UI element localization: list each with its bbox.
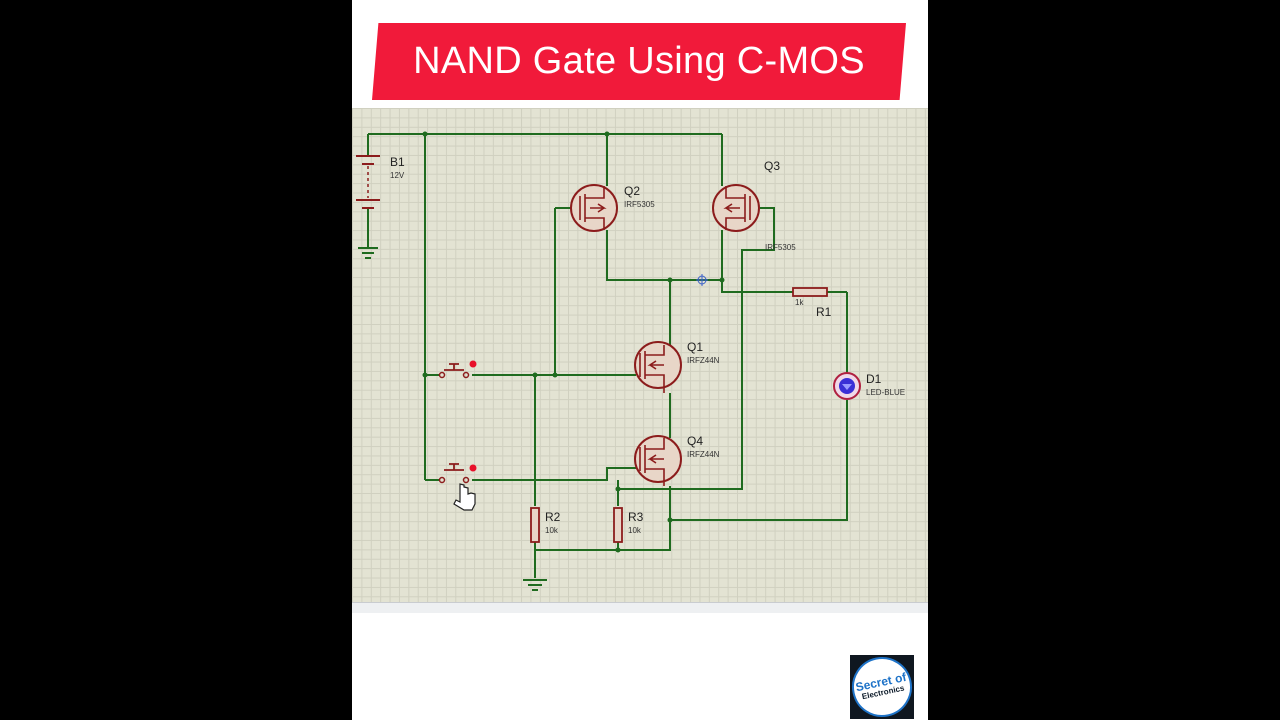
mosfet-q1[interactable] (634, 341, 682, 393)
hand-pointer-icon (453, 483, 476, 511)
q1-value: IRFZ44N (687, 356, 720, 365)
q3-value: IRF5305 (765, 243, 796, 252)
resistor-r1[interactable] (792, 287, 828, 297)
q4-value: IRFZ44N (687, 450, 720, 459)
r1-ref: R1 (816, 305, 832, 319)
battery-b1[interactable] (356, 155, 380, 209)
junction (422, 131, 428, 137)
title-banner: NAND Gate Using C-MOS (372, 23, 906, 100)
push-button-b[interactable] (438, 463, 477, 484)
status-bar (352, 602, 928, 613)
mosfet-q2[interactable] (570, 184, 618, 232)
b1-ref: B1 (390, 155, 405, 169)
junctions (422, 131, 725, 553)
q3-ref: Q3 (764, 159, 780, 173)
d1-ref: D1 (866, 372, 882, 386)
wire-ground-return (535, 486, 671, 551)
ground-r2 (523, 579, 547, 591)
schematic-canvas[interactable]: B1 12V Q2 IRF5305 Q3 IRF5305 Q1 (352, 108, 928, 602)
probe-marker[interactable] (696, 274, 708, 286)
d1-value: LED-BLUE (866, 388, 905, 397)
wire-led-return (670, 400, 848, 521)
video-frame: NAND Gate Using C-MOS (352, 0, 928, 720)
ground-b1 (358, 247, 378, 259)
r2-ref: R2 (545, 510, 561, 524)
r1-value: 1k (795, 298, 804, 307)
mosfet-q4[interactable] (634, 435, 682, 486)
q4-ref: Q4 (687, 434, 703, 448)
r3-ref: R3 (628, 510, 644, 524)
wire-q3-gate (618, 207, 775, 490)
q2-value: IRF5305 (624, 200, 655, 209)
junction (615, 547, 621, 553)
junction (552, 372, 558, 378)
r2-value: 10k (545, 526, 559, 535)
q1-ref: Q1 (687, 340, 703, 354)
secret-of-electronics-logo: Secret of Electronics (846, 651, 918, 720)
junction (422, 372, 428, 378)
resistor-r2[interactable] (530, 507, 540, 543)
b1-value: 12V (390, 171, 405, 180)
logo-badge: Secret of Electronics (846, 651, 918, 720)
q2-ref: Q2 (624, 184, 640, 198)
push-button-a[interactable] (438, 360, 477, 379)
wire-q3-drain-to-r1 (721, 230, 847, 293)
junction (719, 277, 725, 283)
junction (667, 517, 673, 523)
resistor-r3[interactable] (613, 507, 623, 543)
led-d1[interactable] (833, 372, 861, 400)
wire-sw2-out (472, 467, 636, 481)
junction (615, 486, 621, 492)
page-title: NAND Gate Using C-MOS (413, 40, 865, 82)
schematic-svg: B1 12V Q2 IRF5305 Q3 IRF5305 Q1 (356, 131, 905, 591)
junction (604, 131, 610, 137)
junction (667, 277, 673, 283)
mosfet-q3[interactable] (712, 184, 760, 232)
r3-value: 10k (628, 526, 642, 535)
junction (532, 372, 538, 378)
wire-q2-drain (606, 230, 722, 281)
